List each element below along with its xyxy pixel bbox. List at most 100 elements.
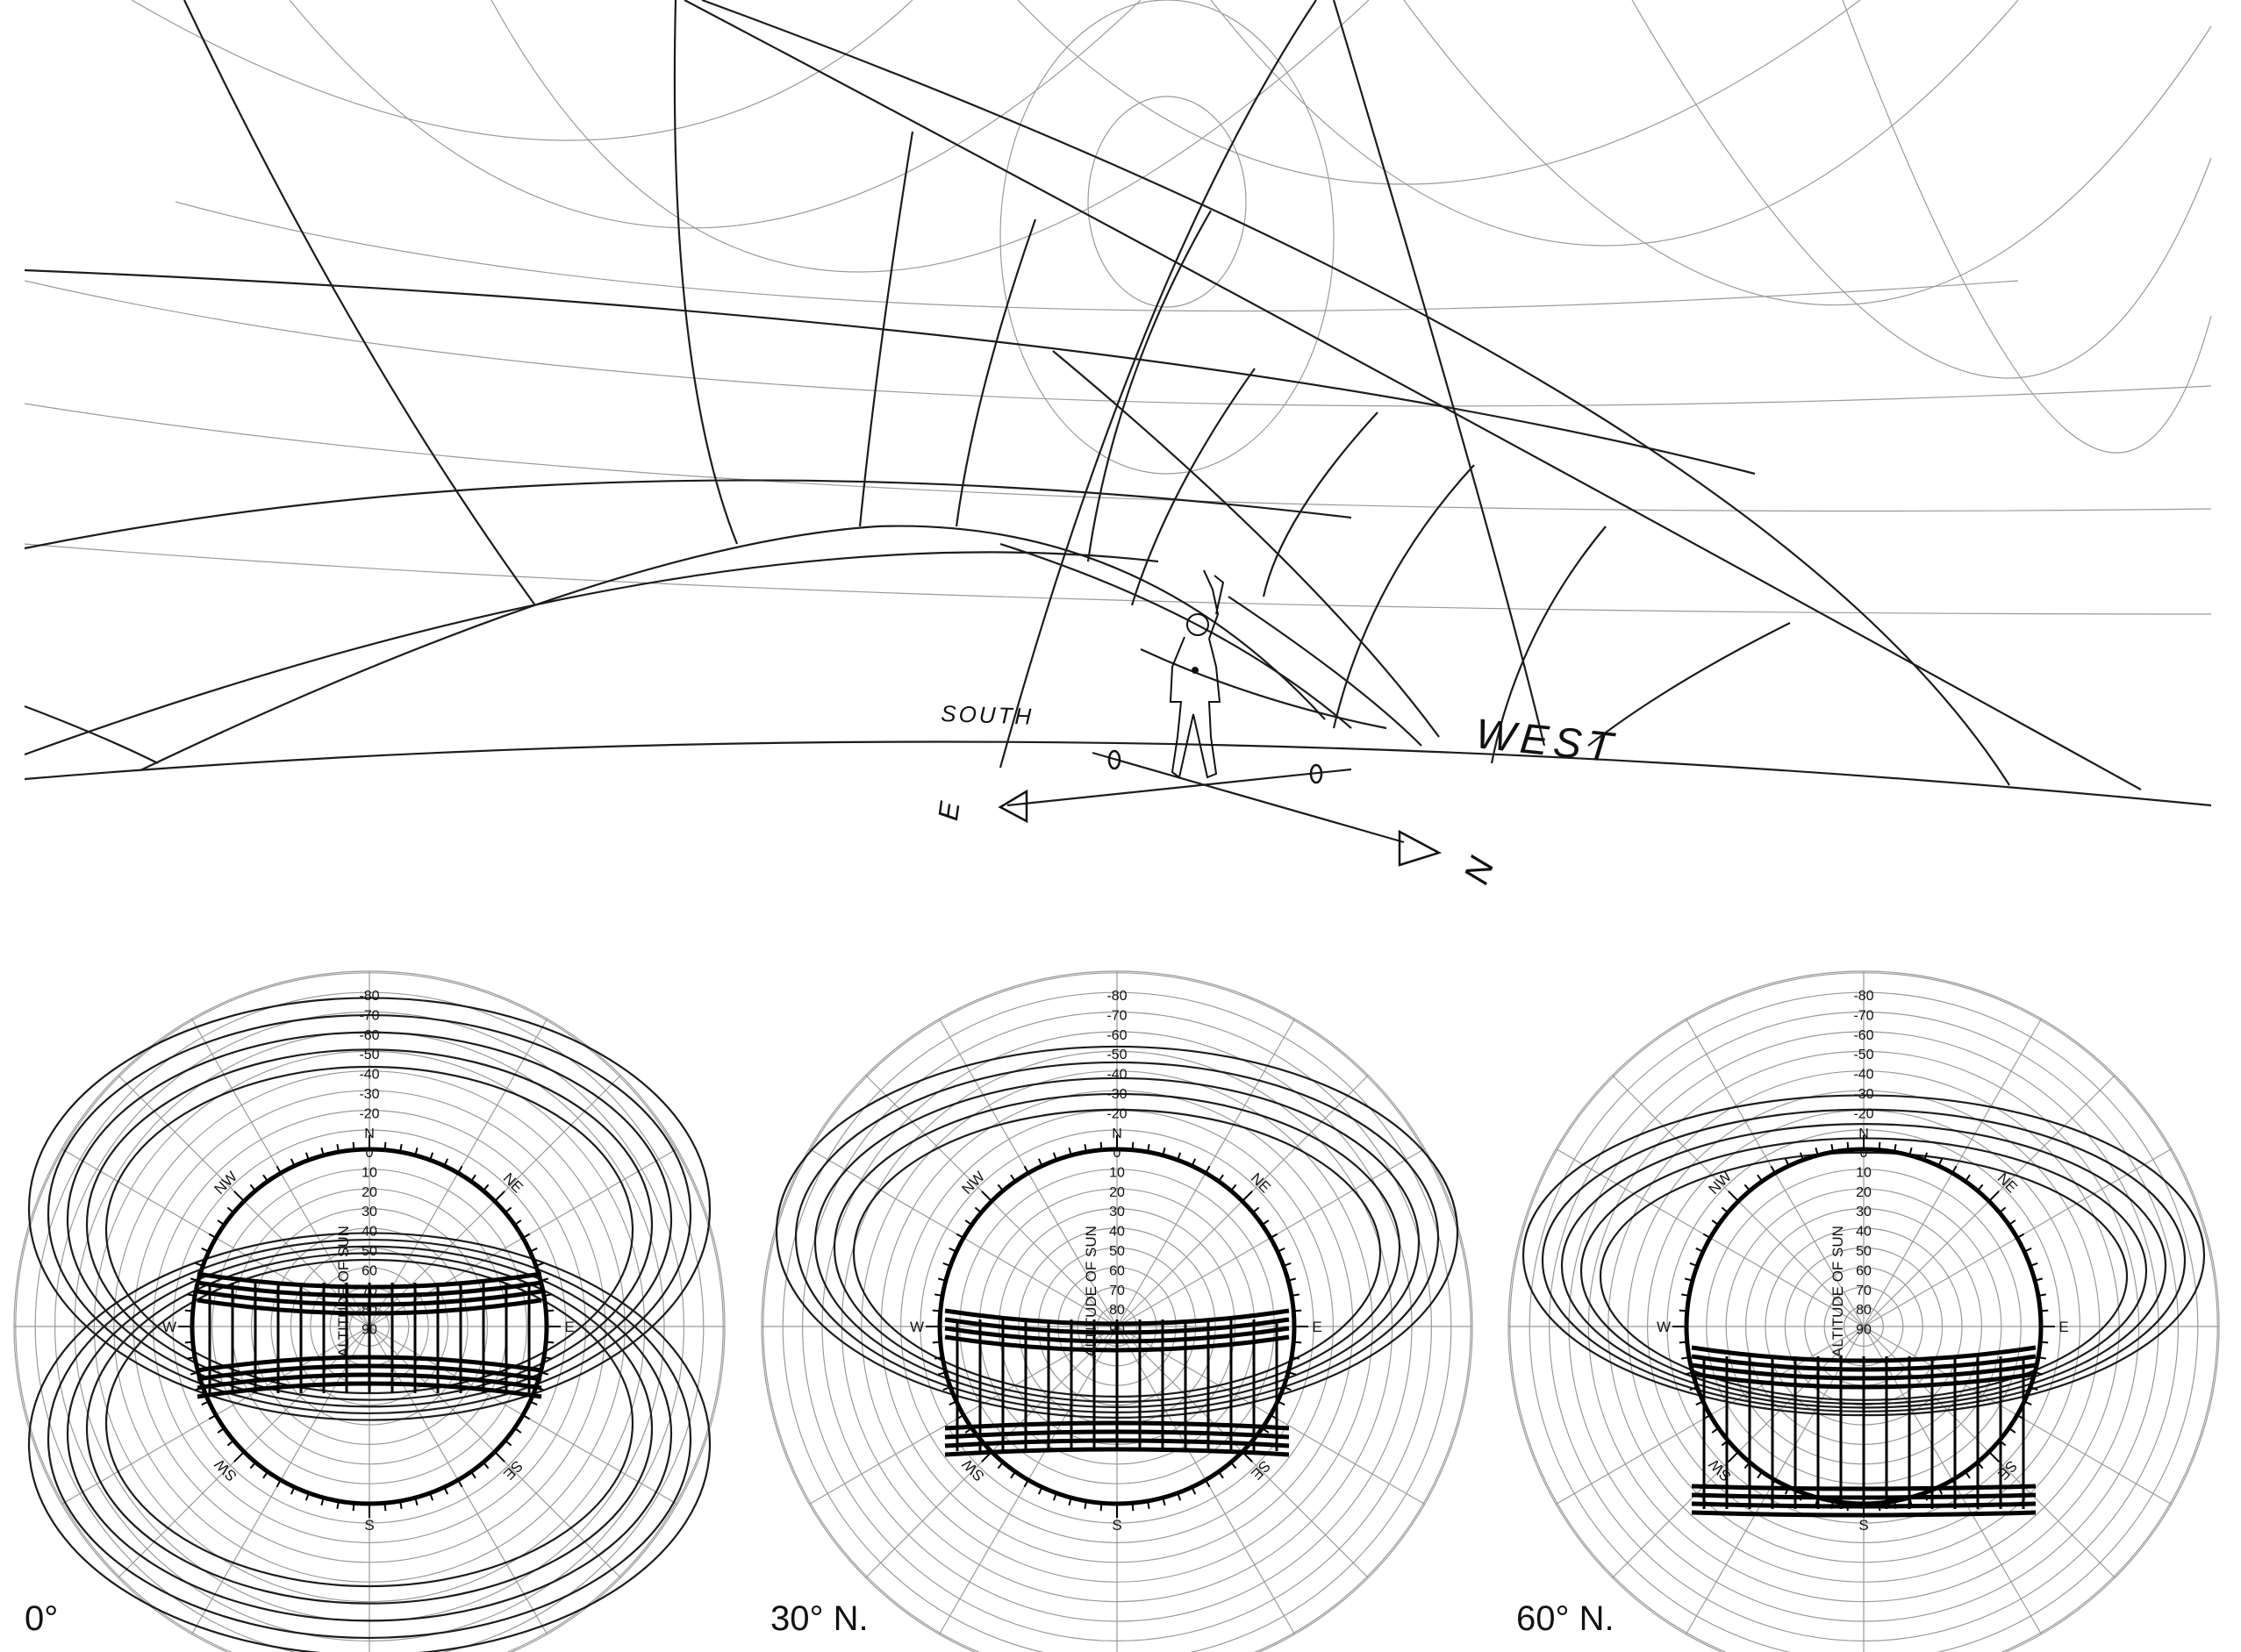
horizon-tick (1681, 1356, 1690, 1360)
horizon-tick (233, 1191, 245, 1202)
declination-arc-lower (28, 1232, 711, 1652)
horizon-tick (1052, 1492, 1057, 1501)
horizon-tick (540, 1371, 549, 1376)
horizon-tick (443, 1486, 449, 1495)
horizon-tick (1242, 1191, 1253, 1202)
axis-title: ALTITUDE OF SUN (335, 1226, 352, 1357)
altitude-tick-label: -30 (1106, 1087, 1127, 1102)
horizon-tick (1846, 1141, 1850, 1150)
horizon-tick (1784, 1158, 1790, 1167)
human-figure-icon (1169, 569, 1225, 779)
sky-grid-light-lines (24, 0, 2212, 615)
sun-path-band (944, 1308, 1290, 1457)
horizon-tick (2023, 1247, 2032, 1253)
horizon-tick (934, 1356, 943, 1360)
horizon-tick (513, 1427, 522, 1434)
altitude-tick-label: 30 (1109, 1205, 1125, 1219)
west-marker-icon (1309, 763, 1323, 784)
sky-dark-line-11 (999, 0, 1317, 769)
horizon-tick (1689, 1386, 1698, 1391)
chart-caption-lat-0: 0° (25, 1599, 58, 1638)
horizon-tick (1770, 1165, 1776, 1174)
horizon-tick (1757, 1470, 1763, 1479)
horizon-tick (974, 1206, 982, 1213)
altitude-tick-label: 10 (362, 1165, 377, 1180)
sky-light-line-5 (1403, 0, 2212, 306)
horizon-tick (1068, 1147, 1072, 1156)
compass-label-s: S (364, 1517, 374, 1534)
horizon-tick (1681, 1293, 1690, 1297)
sky-dark-line-8 (673, 0, 739, 545)
altitude-tick-label: 70 (1856, 1284, 1872, 1298)
horizon-tick (956, 1233, 964, 1239)
horizon-tick (290, 1486, 296, 1495)
horizon-tick (505, 1440, 512, 1447)
horizon-tick (2023, 1400, 2032, 1406)
horizon-tick (1205, 1165, 1211, 1174)
horizon-tick (1252, 1206, 1260, 1213)
horizon-tick (1205, 1479, 1211, 1488)
horizon-tick (546, 1309, 555, 1312)
horizon-tick (383, 1503, 387, 1512)
altitude-tick-label: 30 (362, 1205, 377, 1219)
compass-label-e: E (2058, 1319, 2068, 1335)
chart-caption-lat-30: 30° N. (770, 1599, 869, 1638)
polar-chart-lat-0: ALTITUDE OF SUN-80-70-60-50-40-30-20N010… (13, 970, 726, 1652)
horizon-tick (2008, 1427, 2016, 1434)
altitude-tick-label: 50 (362, 1244, 377, 1259)
horizon-tick (1023, 1479, 1029, 1488)
horizon-tick (1679, 1341, 1687, 1344)
horizon-tick (1695, 1400, 1704, 1406)
altitude-tick-label: 90 (362, 1323, 377, 1338)
declination-arc-upper (66, 1031, 673, 1408)
horizon-tick (1830, 1144, 1834, 1153)
horizon-tick (2040, 1341, 2049, 1344)
south-marker-icon (1107, 749, 1121, 770)
altitude-tick-label: 0 (1860, 1146, 1868, 1161)
altitude-tick-label: 70 (1109, 1284, 1125, 1298)
horizon-tick (1878, 1141, 1881, 1150)
horizon-tick (304, 1152, 310, 1161)
horizon-tick (2030, 1262, 2038, 1267)
horizon-tick (981, 1191, 992, 1202)
sky-dark-line-14 (1262, 411, 1378, 597)
horizon-tick (932, 1309, 941, 1312)
ground-compass: E N (932, 749, 1502, 889)
altitude-tick-label: N (364, 1126, 375, 1141)
axis-title: ALTITUDE OF SUN (1829, 1226, 1846, 1357)
horizon-label-west: WEST (1473, 711, 1620, 772)
horizon-tick (187, 1293, 196, 1297)
altitude-tick-label: 70 (362, 1284, 377, 1298)
horizon-tick (262, 1174, 268, 1183)
horizon-tick (997, 1462, 1004, 1470)
altitude-tick-label: 40 (1109, 1225, 1125, 1240)
sky-dark-line-22 (999, 542, 1352, 729)
sky-dark-line-5 (701, 0, 2010, 786)
altitude-tick-label: -50 (1106, 1048, 1127, 1062)
horizon-tick (195, 1262, 204, 1267)
altitude-tick-label: 80 (362, 1303, 377, 1318)
horizon-tick (1965, 1174, 1971, 1183)
declination-arc-lower (85, 1252, 654, 1605)
horizon-tick (1908, 1147, 1913, 1156)
horizon-tick (184, 1341, 193, 1344)
polar-chart-lat-60: ALTITUDE OF SUN-80-70-60-50-40-30-20N010… (1507, 970, 2220, 1652)
horizon-tick (336, 1500, 340, 1509)
horizon-tick (249, 1462, 256, 1470)
horizon-tick (997, 1184, 1004, 1191)
horizon-tick (262, 1470, 268, 1479)
horizon-tick (1261, 1219, 1270, 1226)
altitude-tick-label: -60 (359, 1028, 379, 1043)
altitude-tick-label: -50 (1853, 1048, 1873, 1062)
altitude-tick-label: -50 (359, 1048, 379, 1062)
horizon-tick (1052, 1152, 1057, 1161)
horizon-tick (522, 1414, 531, 1420)
sky-dark-line-19 (1140, 648, 1387, 730)
sky-dark-line-16 (1490, 526, 1607, 764)
sky-light-line-7 (1842, 0, 2212, 454)
altitude-tick-label: -20 (1106, 1106, 1127, 1121)
sky-dark-line-17 (1587, 622, 1791, 747)
declination-arc-lower (104, 1258, 634, 1588)
horizon-tick (1291, 1356, 1299, 1360)
axis-title: ALTITUDE OF SUN (1083, 1226, 1099, 1357)
